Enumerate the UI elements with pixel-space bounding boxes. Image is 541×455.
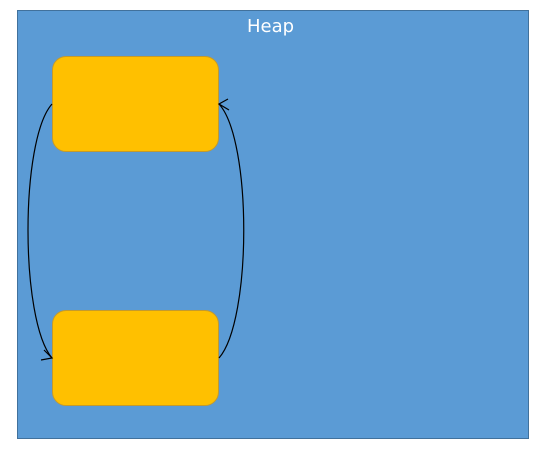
heap-object-top (52, 56, 219, 152)
heap-object-bottom (52, 310, 219, 406)
arrowhead-bottom-to-top (217, 98, 230, 111)
heap-title: Heap (246, 16, 295, 37)
arrowhead-top-to-bottom (40, 349, 54, 361)
reference-arrow-bottom-to-top (218, 103, 245, 359)
reference-arrow-top-to-bottom (27, 103, 53, 359)
